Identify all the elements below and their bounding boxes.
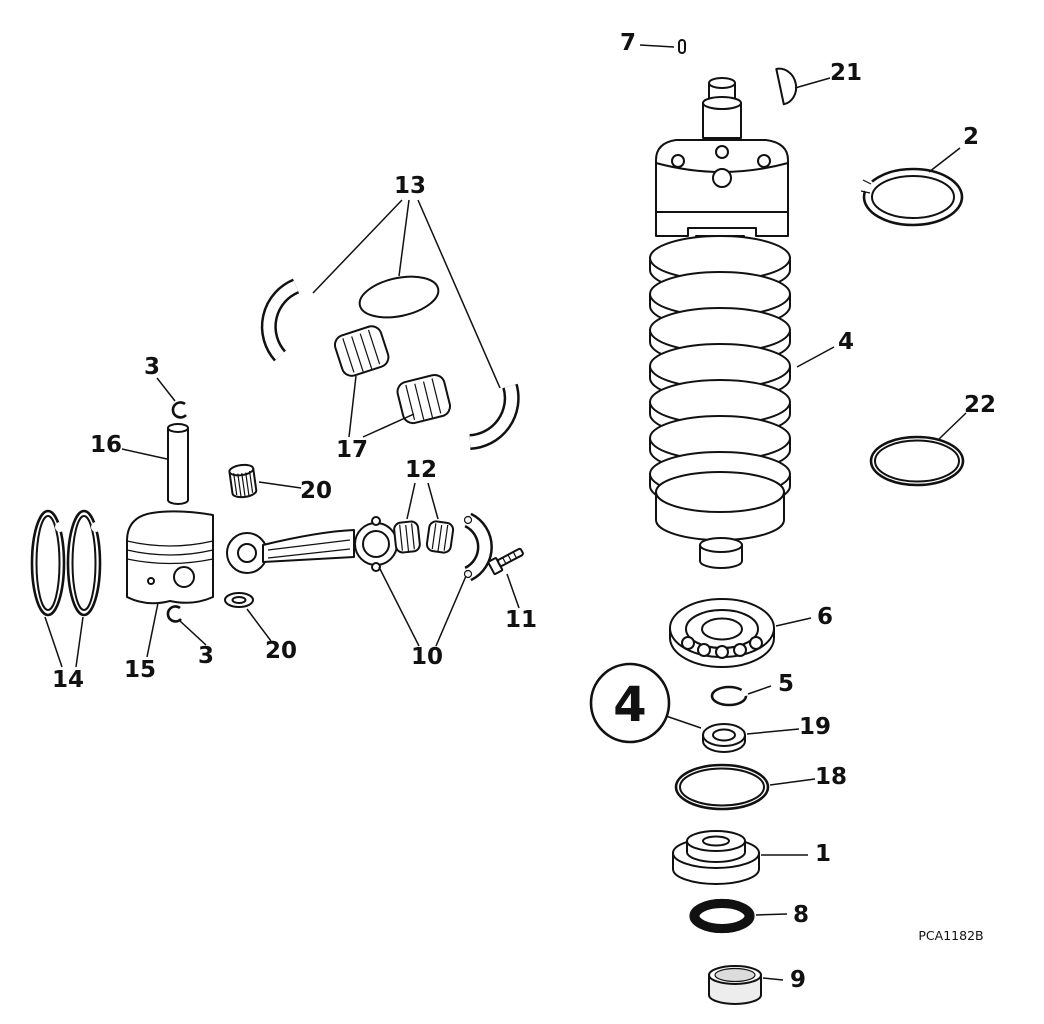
callout-3-bottom: 3	[198, 643, 214, 669]
callout-18: 18	[815, 764, 847, 790]
callout-4: 4	[838, 329, 854, 355]
part-2-retaining-ring	[860, 167, 964, 227]
part-22-seal-ring	[869, 435, 965, 487]
callout-16: 16	[90, 432, 122, 458]
part-4-crankshaft	[649, 77, 791, 569]
part-6-ball-bearing	[669, 598, 775, 668]
callout-19: 19	[799, 714, 831, 740]
callout-17: 17	[336, 437, 368, 463]
part-16-piston-pin	[167, 423, 189, 505]
callout-22: 22	[964, 392, 996, 418]
callout-13: 13	[394, 173, 426, 199]
part-15-piston	[126, 510, 214, 605]
callout-3-top: 3	[144, 354, 160, 380]
leader-lines	[44, 44, 967, 981]
callout-11: 11	[505, 607, 537, 633]
part-3-clip-top	[171, 401, 187, 419]
part-11-screw	[487, 547, 524, 575]
callout-2: 2	[963, 124, 979, 150]
part-13-bearing-set	[260, 275, 520, 450]
part-9-bushing-cup	[708, 965, 762, 1005]
part-20-washer	[224, 592, 254, 608]
part-1-hub	[672, 830, 760, 885]
part-8-oil-seal	[689, 898, 755, 934]
part-5-retaining-ring	[710, 685, 749, 707]
callout-10: 10	[411, 644, 443, 670]
callout-5: 5	[778, 671, 794, 697]
part-3-clip-bottom	[166, 605, 182, 623]
part-18-o-ring	[674, 763, 770, 811]
part-14-piston-rings	[30, 509, 102, 617]
callout-9: 9	[790, 967, 806, 993]
callout-8: 8	[793, 902, 809, 928]
part-20-bearing-sleeve	[228, 463, 258, 499]
lubricant-symbol: 4	[613, 677, 646, 733]
callout-6: 6	[817, 604, 833, 630]
part-code: PCA1182B	[918, 928, 983, 943]
callout-20-bottom: 20	[265, 638, 297, 664]
callout-14: 14	[52, 667, 84, 693]
part-21-woodruff-key	[775, 67, 798, 106]
part-19-seal	[702, 723, 746, 753]
callout-15: 15	[124, 657, 156, 683]
detail-circle: 4	[589, 662, 671, 744]
callout-20-top: 20	[300, 478, 332, 504]
callout-1: 1	[815, 841, 831, 867]
part-17-needle-cages	[333, 325, 452, 425]
callout-7: 7	[620, 30, 636, 56]
part-12-needle-cages	[393, 520, 455, 554]
callout-21: 21	[830, 60, 862, 86]
part-7-pin	[678, 39, 686, 54]
part-10-connecting-rod	[226, 512, 493, 582]
callout-12: 12	[405, 457, 437, 483]
